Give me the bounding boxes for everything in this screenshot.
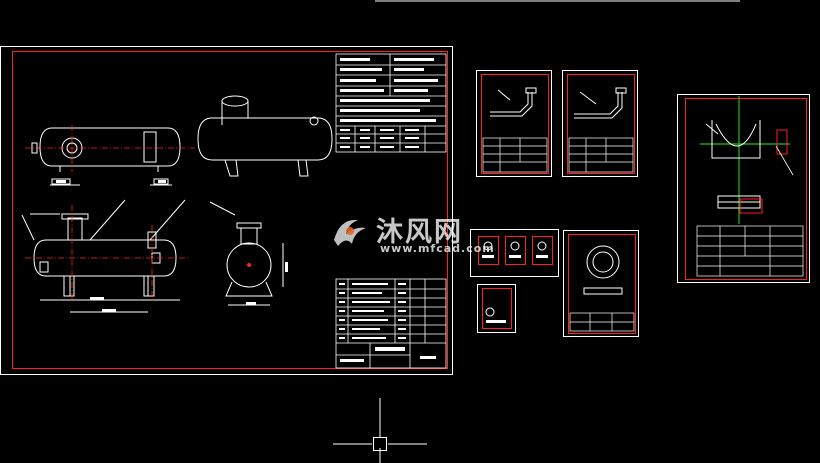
sheet-border <box>481 74 549 174</box>
sheet-part-a[interactable] <box>470 229 559 277</box>
sheet-border <box>482 288 512 329</box>
sheet-outer-frame <box>0 46 453 375</box>
dimension-labels-main <box>56 180 288 312</box>
thumb-2 <box>505 236 526 265</box>
sheet-frame <box>476 70 552 177</box>
sheet-frame <box>470 229 559 277</box>
thumb-3-label <box>536 255 548 258</box>
thumb-1 <box>478 236 499 265</box>
sheet-part-b[interactable] <box>477 284 516 333</box>
saddle-drawing <box>705 120 761 159</box>
vessel-plan-view <box>21 199 186 313</box>
pipe-elbow-drawing <box>574 87 627 119</box>
detail-table <box>568 137 634 173</box>
sheet-detail-2[interactable] <box>562 70 638 177</box>
sheet-border <box>685 98 807 280</box>
base-plate-drawing <box>717 195 761 209</box>
flange-inner <box>592 251 614 273</box>
thumb-1-label <box>482 255 494 258</box>
red-base-outline <box>739 198 763 214</box>
sheet-frame <box>563 230 639 337</box>
sheet-main-assembly[interactable] <box>0 46 453 375</box>
spec-table-top <box>335 53 447 153</box>
sheet-frame <box>677 94 810 283</box>
flange-outer <box>586 245 620 279</box>
red-part-outline <box>776 129 788 155</box>
sheet-part-c[interactable] <box>563 230 639 337</box>
thumb-1-part <box>483 241 493 251</box>
vessel-elevation-top <box>31 127 181 186</box>
sheet-frame <box>562 70 638 177</box>
sheet-border <box>568 234 636 334</box>
sheet-frame <box>477 284 516 333</box>
thumb-2-label <box>509 255 521 258</box>
detail-table <box>569 312 635 332</box>
thumb-3-part <box>537 241 547 251</box>
end-view-center-mark <box>247 263 251 267</box>
detail-table <box>482 137 548 173</box>
bom-title-block <box>335 278 447 369</box>
sheet-border <box>567 74 635 174</box>
flange-section <box>583 287 623 295</box>
thumb-2-part <box>510 241 520 251</box>
crosshair-cursor[interactable] <box>333 398 427 463</box>
leader-line <box>775 145 794 176</box>
part-label <box>486 320 506 323</box>
vessel-isometric <box>197 95 333 177</box>
sheet-inner-border <box>12 51 448 369</box>
detail-table <box>696 225 804 277</box>
thumb-3 <box>532 236 553 265</box>
sheet-detail-4[interactable] <box>677 94 810 283</box>
bom-title-block-text <box>339 283 436 362</box>
pipe-elbow-drawing <box>490 87 537 117</box>
spec-table-top-text <box>340 58 438 148</box>
vessel-end-view <box>209 201 284 306</box>
part-circle <box>485 307 495 317</box>
sheet-detail-1[interactable] <box>476 70 552 177</box>
